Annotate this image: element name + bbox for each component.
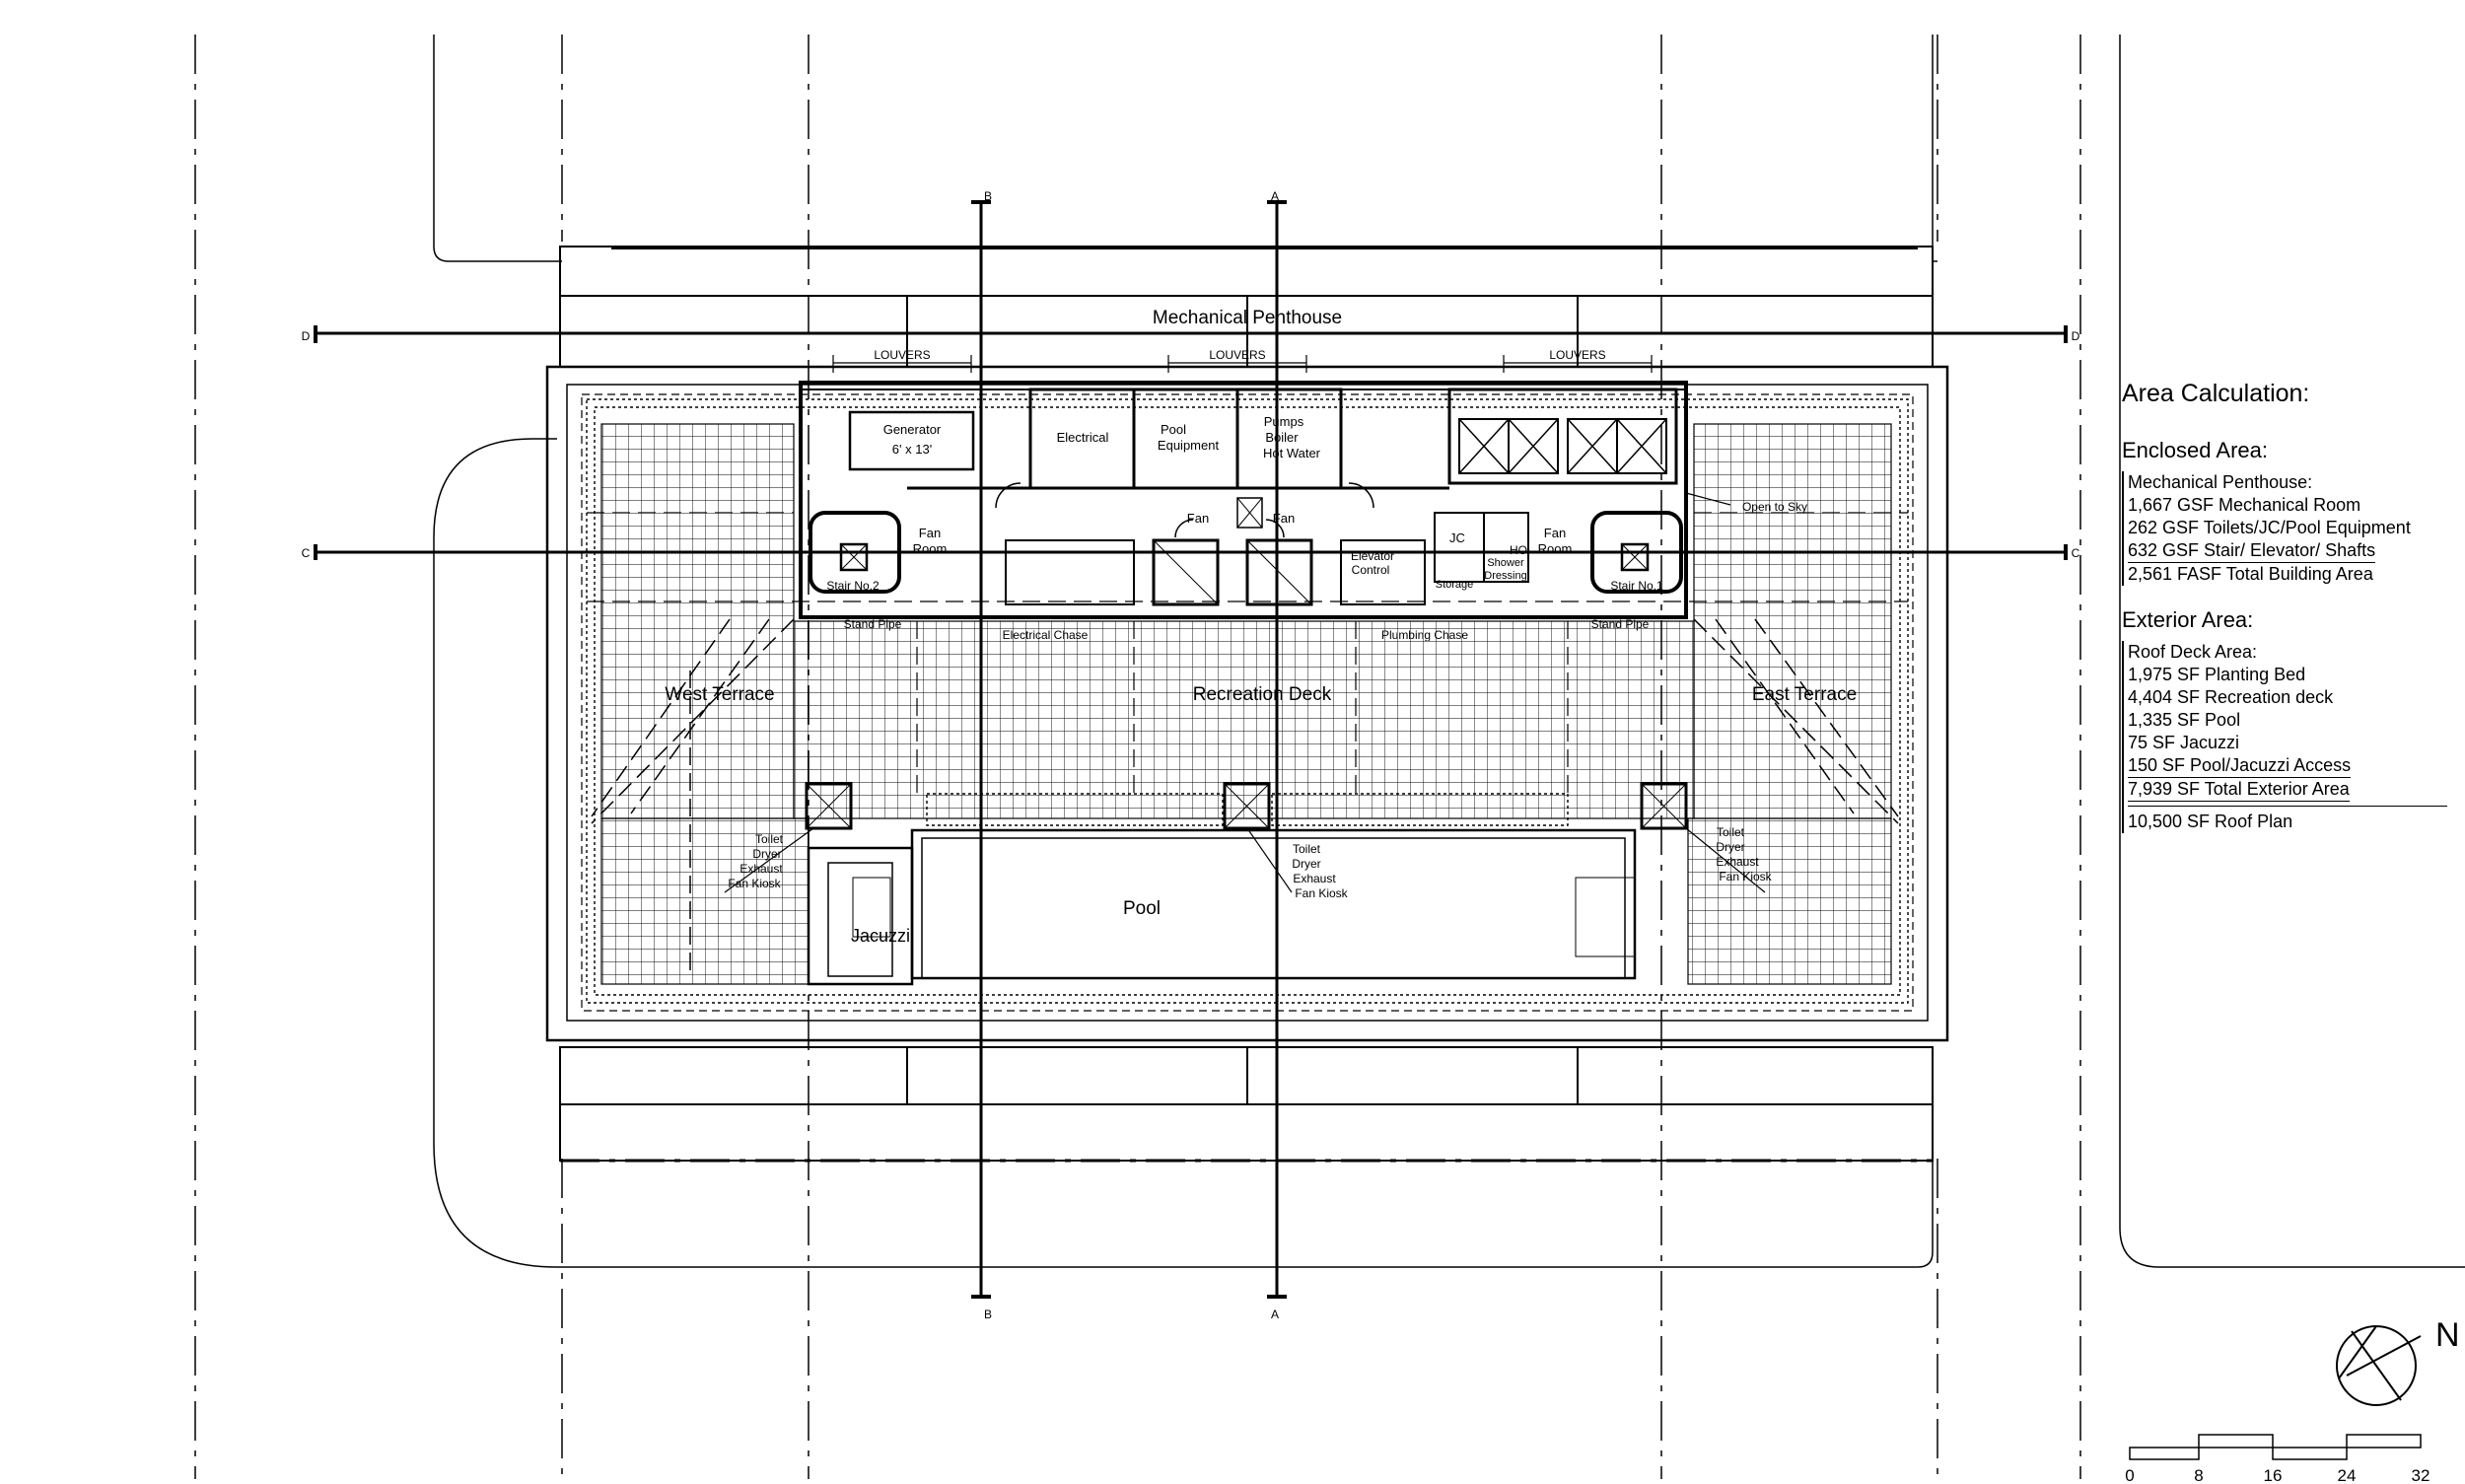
label-kiosk-mid-1: Toilet [1293, 842, 1321, 856]
label-kiosk-mid-3: Exhaust [1293, 872, 1336, 885]
label-open-to-sky: Open to Sky [1742, 500, 1807, 514]
section-c-right: C [2072, 546, 2080, 560]
label-fan-room-left-1: Fan [919, 526, 941, 540]
label-louvers-1: LOUVERS [874, 348, 930, 362]
label-electrical-chase: Electrical Chase [1003, 628, 1089, 642]
label-kiosk-right-2: Dryer [1716, 840, 1744, 854]
label-elevator-control-2: Control [1352, 563, 1390, 577]
label-louvers-2: LOUVERS [1209, 348, 1265, 362]
label-fan-right: Fan [1273, 511, 1295, 526]
scale-0: 0 [2125, 1466, 2134, 1484]
label-pool: Pool [1123, 898, 1161, 919]
scale-24: 24 [2338, 1466, 2357, 1484]
label-shower-1: Shower [1487, 557, 1524, 569]
exterior-heading: Exterior Area: [2122, 607, 2254, 632]
exterior-line: 75 SF Jacuzzi [2128, 733, 2240, 752]
label-fan-room-right-1: Fan [1544, 526, 1566, 540]
label-recreation-deck: Recreation Deck [1193, 684, 1332, 705]
label-fan-room-left-2: Room [913, 541, 948, 556]
label-kiosk-mid-2: Dryer [1292, 857, 1320, 871]
label-storage: Storage [1436, 579, 1474, 591]
label-jc: JC [1449, 530, 1465, 545]
label-ho: HO [1510, 543, 1527, 557]
section-b-bottom: B [984, 1307, 992, 1321]
exterior-line: 1,335 SF Pool [2128, 710, 2241, 730]
section-a-bottom: A [1271, 1307, 1279, 1321]
penthouse-core [799, 381, 1688, 619]
enclosed-total: 2,561 FASF Total Building Area [2128, 564, 2373, 584]
diagonal-guides [591, 618, 1899, 976]
label-plumbing-chase: Plumbing Chase [1381, 628, 1468, 642]
label-kiosk-left-1: Toilet [755, 832, 784, 846]
label-stair-no1: Stair No.1 [1610, 579, 1663, 593]
label-west-terrace: West Terrace [665, 684, 774, 705]
label-louvers-3: LOUVERS [1549, 348, 1605, 362]
label-jacuzzi: Jacuzzi [851, 926, 910, 946]
leader-lines [724, 492, 1766, 893]
exterior-line: 1,975 SF Planting Bed [2128, 665, 2306, 684]
label-kiosk-mid-4: Fan Kiosk [1295, 886, 1348, 900]
exterior-line: 4,404 SF Recreation deck [2128, 687, 2334, 707]
exterior-group: Roof Deck Area: 1,975 SF Planting Bed 4,… [2122, 641, 2447, 833]
curb-lines [433, 35, 2465, 1268]
label-stand-pipe-left: Stand Pipe [844, 617, 902, 631]
enclosed-line: 1,667 GSF Mechanical Room [2128, 495, 2361, 515]
label-pumps-3: Hot Water [1263, 446, 1321, 460]
pool-area [805, 782, 1688, 986]
label-mechanical-penthouse: Mechanical Penthouse [1153, 308, 1342, 328]
enclosed-sub: Mechanical Penthouse: [2128, 472, 2313, 492]
label-pumps-2: Boiler [1265, 430, 1299, 445]
label-kiosk-left-2: Dryer [752, 847, 781, 861]
label-generator-size: 6' x 13' [892, 442, 932, 457]
section-cuts [314, 200, 2068, 1299]
enclosed-group: Mechanical Penthouse: 1,667 GSF Mechanic… [2122, 471, 2447, 586]
planting-beds [586, 398, 1909, 1004]
label-kiosk-right-4: Fan Kiosk [1719, 870, 1772, 883]
section-c-left: C [302, 546, 311, 560]
enclosed-heading: Enclosed Area: [2122, 438, 2268, 462]
label-kiosk-right-1: Toilet [1717, 825, 1745, 839]
section-b-top: B [984, 189, 992, 203]
north-arrow-icon: N [2336, 1316, 2460, 1406]
exterior-line: 150 SF Pool/Jacuzzi Access [2128, 754, 2352, 778]
label-east-terrace: East Terrace [1752, 684, 1857, 705]
label-stair-no2: Stair No.2 [826, 579, 880, 593]
label-stand-pipe-right: Stand Pipe [1591, 617, 1650, 631]
scale-16: 16 [2264, 1466, 2283, 1484]
area-calculation-panel: Area Calculation: Enclosed Area: Mechani… [2122, 380, 2447, 855]
label-generator: Generator [883, 422, 942, 437]
label-pumps-1: Pumps [1264, 414, 1304, 429]
label-shower-2: Dressing [1484, 570, 1526, 582]
section-d-right: D [2072, 329, 2080, 343]
label-fan-left: Fan [1187, 511, 1209, 526]
deck-hatching [600, 423, 1892, 985]
label-elevator-control-1: Elevator [1351, 549, 1394, 563]
scale-8: 8 [2194, 1466, 2203, 1484]
label-electrical: Electrical [1057, 430, 1109, 445]
area-title: Area Calculation: [2122, 380, 2310, 407]
label-fan-room-right-2: Room [1538, 541, 1573, 556]
section-markers: B B A A D D C C [302, 189, 2080, 1321]
section-a-top: A [1271, 189, 1279, 203]
scale-bar: 0 8 16 24 32 [2125, 1434, 2430, 1484]
north-label: N [2435, 1316, 2460, 1354]
enclosed-line: 262 GSF Toilets/JC/Pool Equipment [2128, 518, 2411, 537]
structural-bays [587, 512, 1908, 794]
enclosed-line: 632 GSF Stair/ Elevator/ Shafts [2128, 539, 2376, 563]
plan-labels: Mechanical Penthouse LOUVERS LOUVERS LOU… [665, 308, 1857, 946]
exterior-sub: Roof Deck Area: [2128, 642, 2258, 662]
scale-32: 32 [2412, 1466, 2430, 1484]
label-kiosk-left-4: Fan Kiosk [728, 877, 781, 890]
exterior-total: 7,939 SF Total Exterior Area [2128, 778, 2350, 802]
section-d-left: D [302, 329, 311, 343]
label-kiosk-left-3: Exhaust [740, 862, 783, 876]
label-pool-equipment-2: Equipment [1158, 438, 1220, 453]
label-kiosk-right-3: Exhaust [1716, 855, 1759, 869]
label-pool-equipment-1: Pool [1161, 422, 1186, 437]
roof-total: 10,500 SF Roof Plan [2128, 806, 2447, 833]
louver-dimensions [832, 355, 1653, 373]
